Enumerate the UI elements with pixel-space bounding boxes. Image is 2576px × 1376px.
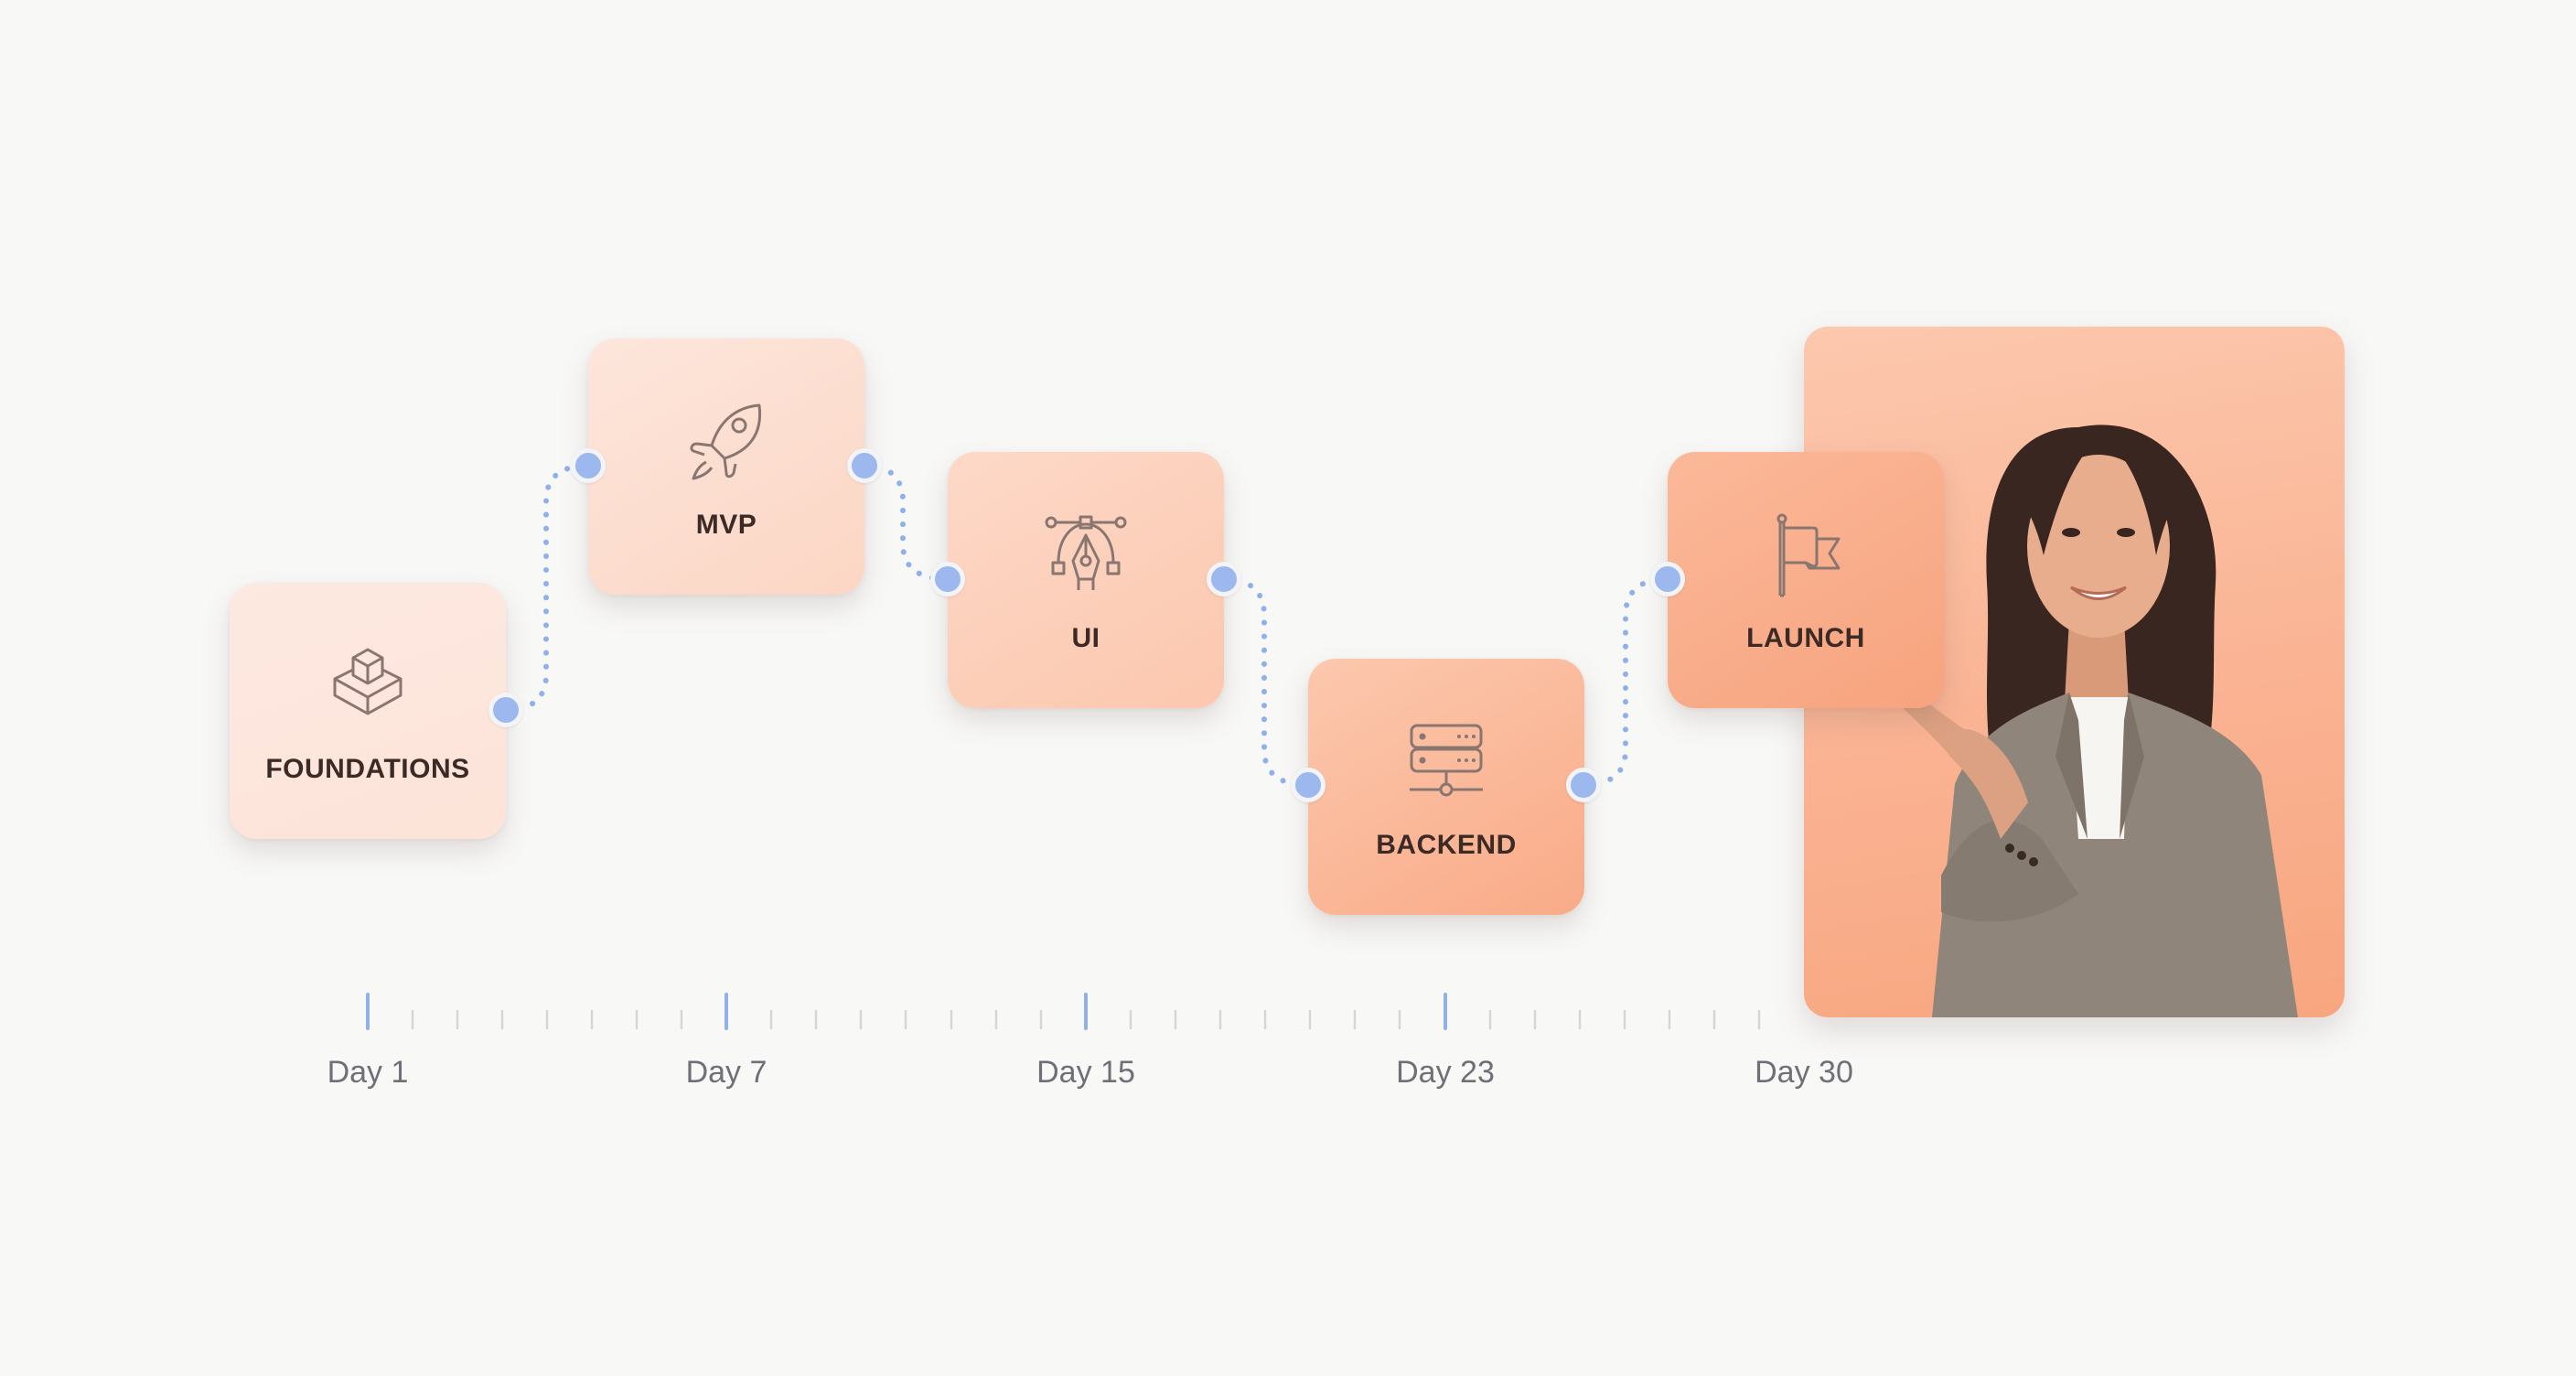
timeline-label-day-30: Day 30: [1755, 1055, 1853, 1090]
connector-node-backend-in[interactable]: [1291, 768, 1326, 802]
stage-label: UI: [1071, 623, 1100, 653]
connector-mvp-ui: [862, 463, 950, 582]
connector-node-foundations-out[interactable]: [488, 693, 523, 727]
timeline-label-day-7: Day 7: [685, 1055, 767, 1090]
presenter-illustration: [1880, 425, 2298, 1017]
connector-node-mvp-out[interactable]: [847, 448, 882, 483]
connector-foundations-mvp: [503, 463, 591, 713]
stage-label: MVP: [695, 510, 757, 540]
stage-card-foundations[interactable]: FOUNDATIONS: [230, 583, 506, 839]
stacked-boxes-icon: [333, 648, 402, 715]
timeline-label-day-23: Day 23: [1396, 1055, 1495, 1090]
stage-card-launch[interactable]: LAUNCH: [1668, 452, 1944, 708]
connector-node-backend-out[interactable]: [1566, 768, 1601, 802]
flag-icon: [1776, 513, 1841, 597]
connector-node-mvp-in[interactable]: [571, 448, 606, 483]
stage-label: BACKEND: [1376, 830, 1517, 860]
stage-card-ui[interactable]: UI: [948, 452, 1224, 708]
timeline-label-day-1: Day 1: [327, 1055, 409, 1090]
stage-label: FOUNDATIONS: [265, 754, 470, 784]
minor-ticks: [411, 1009, 1761, 1030]
connector-node-ui-out[interactable]: [1207, 562, 1241, 597]
rocket-icon: [690, 403, 762, 480]
major-ticks: [366, 993, 1447, 1030]
connector-node-launch-in[interactable]: [1650, 562, 1685, 597]
stage-card-backend[interactable]: BACKEND: [1308, 659, 1584, 915]
timeline-label-day-15: Day 15: [1036, 1055, 1135, 1090]
server-network-icon: [1410, 724, 1483, 797]
stage-label: LAUNCH: [1746, 623, 1865, 653]
pen-tool-bezier-icon: [1045, 515, 1127, 590]
connector-node-ui-in[interactable]: [930, 562, 965, 597]
stage-card-mvp[interactable]: MVP: [588, 339, 864, 595]
